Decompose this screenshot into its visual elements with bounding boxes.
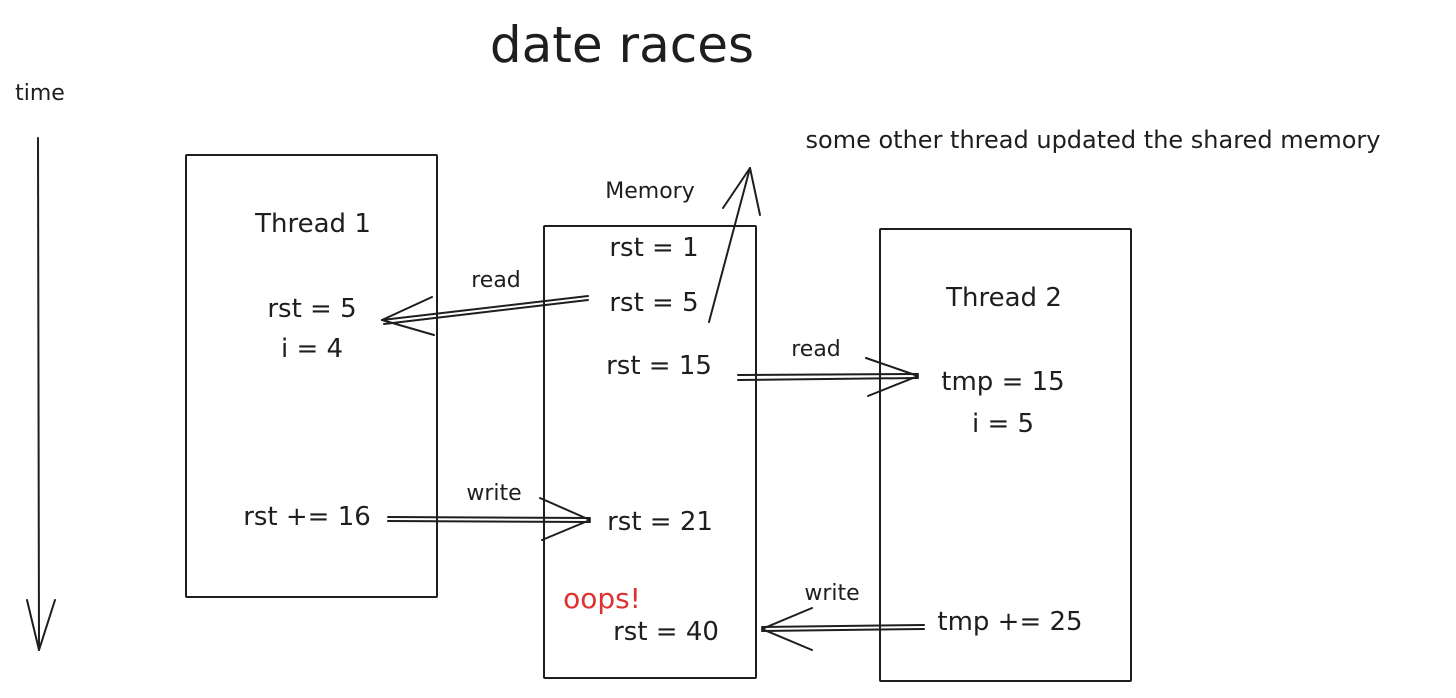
diagram-title: date races bbox=[490, 16, 754, 74]
time-label: time bbox=[15, 81, 65, 106]
thread1-rst-read: rst = 5 bbox=[267, 294, 356, 324]
thread2-label: Thread 2 bbox=[945, 283, 1062, 313]
annotation-text: some other thread updated the shared mem… bbox=[806, 126, 1381, 154]
write-arrow-1 bbox=[387, 497, 591, 541]
time-arrow bbox=[26, 137, 56, 651]
thread2-i: i = 5 bbox=[972, 409, 1034, 439]
read-arrow-1 bbox=[381, 295, 589, 336]
thread1-box bbox=[185, 154, 438, 598]
oops-label: oops! bbox=[563, 582, 641, 615]
read-arrow-2 bbox=[737, 357, 919, 397]
write-label-2: write bbox=[804, 581, 859, 606]
read-label-1: read bbox=[471, 268, 521, 293]
thread2-tmp-add: tmp += 25 bbox=[937, 607, 1082, 637]
memory-value-1: rst = 1 bbox=[609, 233, 698, 263]
memory-value-2: rst = 5 bbox=[609, 288, 698, 318]
memory-value-4: rst = 21 bbox=[607, 507, 713, 537]
memory-box bbox=[543, 225, 757, 679]
memory-value-3: rst = 15 bbox=[606, 351, 712, 381]
memory-value-5: rst = 40 bbox=[613, 617, 719, 647]
write-arrow-2 bbox=[761, 607, 925, 651]
write-label-1: write bbox=[466, 481, 521, 506]
annotation-arrow bbox=[708, 167, 761, 323]
thread2-tmp-read: tmp = 15 bbox=[941, 367, 1064, 397]
thread2-box bbox=[879, 228, 1132, 682]
thread1-rst-add: rst += 16 bbox=[243, 502, 371, 532]
memory-label: Memory bbox=[605, 179, 694, 204]
thread1-i: i = 4 bbox=[281, 334, 343, 364]
thread1-label: Thread 1 bbox=[254, 209, 371, 239]
read-label-2: read bbox=[791, 337, 841, 362]
